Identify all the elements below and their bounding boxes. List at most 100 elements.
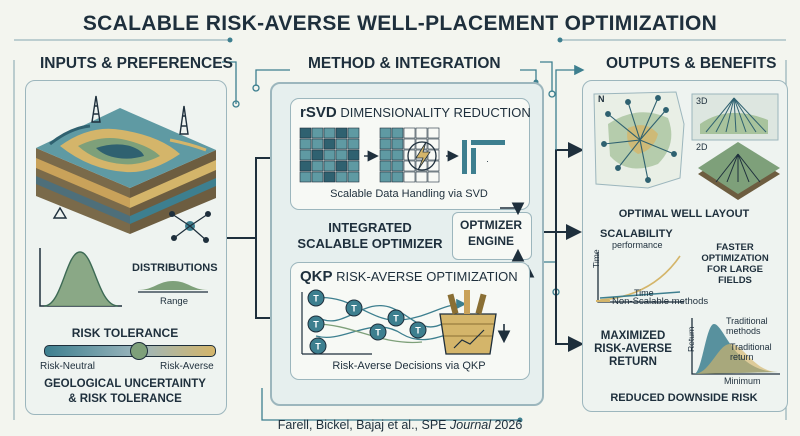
well-head (625, 99, 631, 105)
qkp-prefix: QKP (300, 268, 333, 285)
matrix-cell (379, 149, 392, 161)
map-3d-label: 3D (696, 96, 708, 106)
matrix-cell (299, 138, 312, 150)
traditional-methods-label: Traditional methods (726, 316, 768, 336)
citation-authors: Farell, Bickel, Bajaj et al., SPE (277, 418, 447, 432)
risk-slider-thumb[interactable] (129, 342, 148, 360)
well-trajectory (603, 139, 641, 145)
non-scalable-legend-swatch (596, 300, 610, 302)
scalability-label: SCALABILITY (600, 228, 673, 240)
distribution-curve-icon (39, 248, 122, 307)
well-head (605, 111, 611, 117)
well-trajectory-2d (737, 153, 761, 183)
reduced-risk-label: REDUCED DOWNSIDE RISK (610, 392, 758, 404)
matrix-cell (379, 160, 392, 172)
citation-year: 2026 (494, 418, 523, 432)
qkp-caption: Risk-Averse Decisions via QKP (332, 360, 486, 372)
max-line1: MAXIMIZED (600, 330, 666, 342)
risk-tolerance-slider[interactable] (44, 342, 216, 360)
time-axis-label: Time (591, 249, 601, 268)
matrix-cell (427, 160, 440, 172)
rsvd-matrices-illustration: · (299, 127, 505, 183)
well-trajectory (607, 113, 641, 141)
well-trajectory (639, 139, 675, 155)
matrix-cell (323, 138, 336, 150)
faster-line2: OPTIMIZATION (701, 253, 769, 264)
well-head (645, 177, 651, 183)
matrix-cell (335, 171, 348, 183)
method-heading: METHOD & INTEGRATION (308, 55, 501, 72)
traditional-return-1: Traditional (730, 342, 772, 352)
traditional-return-label: Traditional return (730, 342, 772, 362)
well-trajectory (617, 139, 641, 169)
matrix-cell (335, 138, 348, 150)
well-trajectory-3d (733, 97, 767, 133)
qkp-node-label: T (393, 314, 399, 324)
geological-model-illustration (36, 95, 216, 243)
qkp-node-label: T (351, 304, 357, 314)
matrix-cell (335, 149, 348, 161)
rsvd-heading: rSVD DIMENSIONALITY REDUCTION (300, 104, 531, 121)
matrix-cell (299, 149, 312, 161)
inputs-caption-line1: GEOLOGICAL UNCERTAINTY (44, 378, 206, 390)
citation: Farell, Bickel, Bajaj et al., SPE Journa… (0, 418, 800, 432)
map-2d-label: 2D (696, 142, 708, 152)
range-label: Range (160, 296, 188, 307)
range-indicator (138, 281, 208, 293)
matrix-cell (323, 160, 336, 172)
faster-line1: FASTER (716, 242, 754, 253)
svg-text:·: · (486, 156, 489, 166)
matrix-cell (299, 127, 312, 139)
max-line3: RETURN (609, 356, 657, 368)
matrix-cell (379, 138, 392, 150)
qkp-node-label: T (315, 342, 321, 352)
well-trajectory (639, 97, 659, 141)
well-trajectory-3d (733, 97, 747, 133)
matrix-cell (391, 127, 404, 139)
qkp-node (345, 299, 363, 317)
risk-averse-label: Risk-Averse (160, 361, 214, 372)
rsvd-caption: Scalable Data Handling via SVD (330, 188, 488, 200)
rsvd-title: DIMENSIONALITY REDUCTION (340, 105, 531, 120)
risk-tolerance-label: RISK TOLERANCE (71, 326, 179, 340)
lightning-icon (407, 141, 437, 171)
time-axis-label-2: Time (634, 288, 654, 298)
non-scalable-label: Non-Scalable methods (612, 296, 709, 307)
matrix-cell (391, 171, 404, 183)
return-distribution-chart (691, 318, 780, 375)
faster-optimization-note: FASTER OPTIMIZATION FOR LARGE FIELDS (690, 242, 780, 286)
matrix-cell (403, 127, 416, 139)
faster-line4: FIELDS (718, 275, 752, 286)
matrix-cell (347, 127, 360, 139)
map-north-label: N (598, 94, 605, 104)
rsvd-prefix: rSVD (300, 104, 337, 121)
risk-neutral-label: Risk-Neutral (40, 361, 96, 372)
matrix-cell (427, 127, 440, 139)
matrix-cell (311, 127, 324, 139)
qkp-node-label: T (415, 326, 421, 336)
inputs-heading: INPUTS & PREFERENCES (40, 55, 233, 72)
well-trajectory-3d (733, 97, 757, 133)
qkp-node (409, 321, 427, 339)
qkp-title: RISK-AVERSE OPTIMIZATION (336, 269, 518, 284)
qkp-node (307, 289, 325, 307)
traditional-methods-2: methods (726, 326, 761, 336)
matrix-cell (335, 160, 348, 172)
matrix-cell (403, 171, 416, 183)
matrix-cell (415, 127, 428, 139)
qkp-heading: QKP RISK-AVERSE OPTIMIZATION (300, 268, 518, 285)
distributions-label: DISTRIBUTIONS (132, 262, 218, 274)
qkp-node-label: T (375, 328, 381, 338)
integrated-line2: SCALABLE OPTIMIZER (297, 236, 443, 251)
qkp-node (369, 323, 387, 341)
qkp-node (387, 309, 405, 327)
well-head (671, 151, 677, 157)
well-head (663, 107, 669, 113)
well-layout-maps: N 3D 2D (593, 91, 780, 200)
performance-label: performance (612, 240, 663, 250)
integrated-line1: INTEGRATED (328, 220, 412, 235)
outputs-heading: OUTPUTS & BENEFITS (606, 55, 777, 72)
well-head (615, 165, 621, 171)
